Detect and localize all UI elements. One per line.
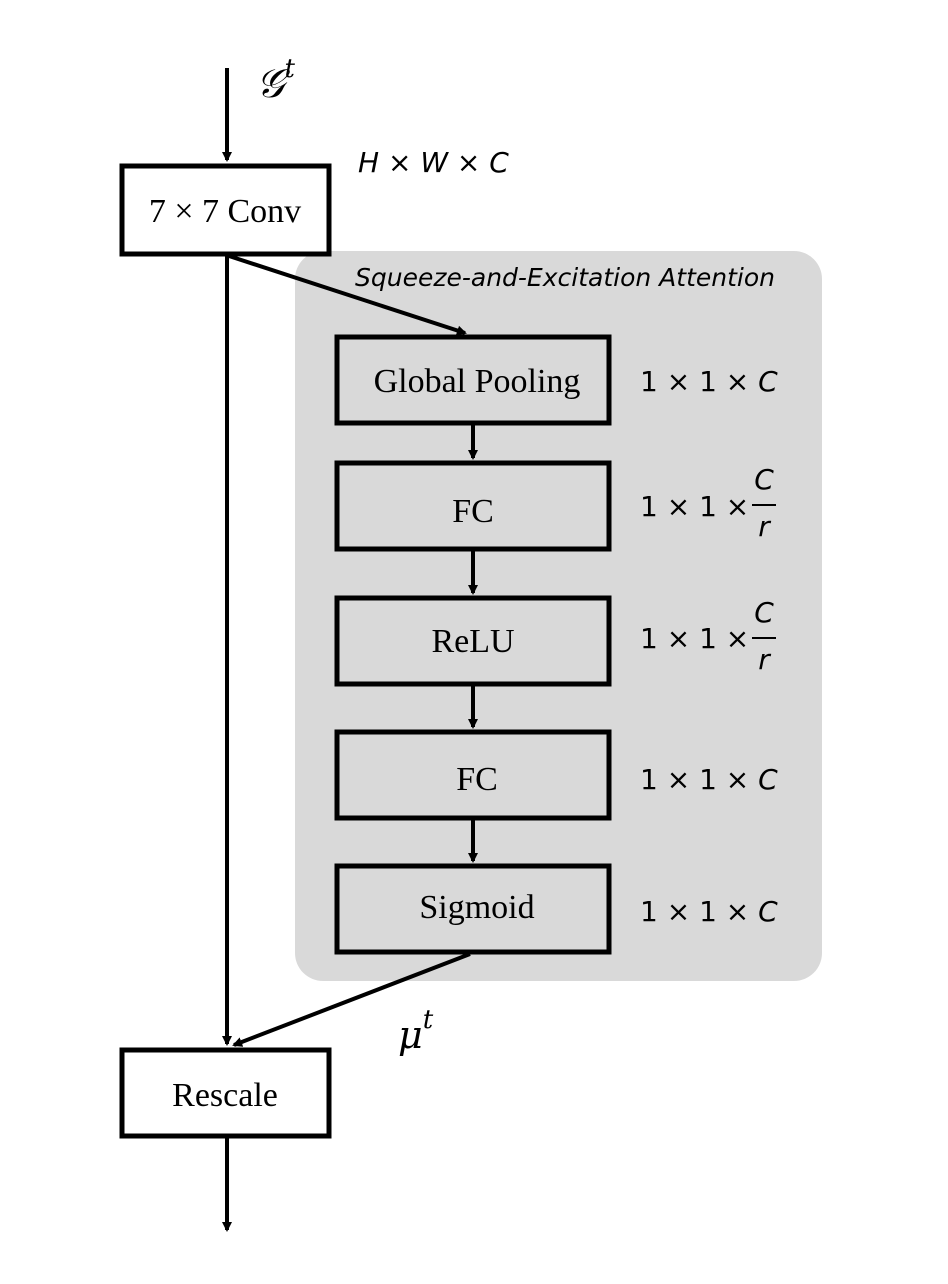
conv-dims: H × W × C (358, 146, 509, 179)
sigmoid-label: Sigmoid (419, 889, 534, 926)
global-pooling-dims: 1 × 1 × C (640, 365, 778, 398)
conv-to-pool-arrow (228, 254, 467, 336)
sigmoid-dims-var: C (758, 895, 778, 928)
fc2-dims-var: C (758, 763, 778, 796)
relu-box (334, 595, 612, 687)
global-pooling-dims-prefix: 1 × 1 × (640, 365, 758, 398)
sigmoid-dims-prefix: 1 × 1 × (640, 895, 758, 928)
fc1-dims-denominator: r (758, 510, 771, 543)
se-block-relu: ReLU 1 × 1 × C r (334, 595, 776, 687)
rescale-box (119, 1047, 332, 1139)
se-title: Squeeze-and-Excitation Attention (355, 263, 775, 292)
conv-box (119, 163, 332, 257)
se-block-sigmoid: Sigmoid 1 × 1 × C (334, 863, 778, 955)
global-pooling-label: Global Pooling (374, 363, 581, 400)
relu-dims-numerator: C (754, 596, 774, 629)
input-superscript: t (284, 54, 295, 84)
sigmoid-to-rescale-arrow (232, 952, 471, 1047)
fc2-dims: 1 × 1 × C (640, 763, 778, 796)
conv-label: 7 × 7 Conv (149, 193, 301, 230)
global-pooling-box (334, 334, 612, 426)
mu-superscript: t (423, 1005, 434, 1035)
fc1-dims-numerator: C (754, 463, 774, 496)
relu-dims-denominator: r (758, 643, 771, 676)
se-block-global-pooling: Global Pooling 1 × 1 × C (334, 334, 778, 426)
fc2-dims-prefix: 1 × 1 × (640, 763, 758, 796)
input-label: 𝒢t (256, 54, 295, 107)
relu-label: ReLU (431, 623, 514, 660)
sigmoid-box (334, 863, 612, 955)
fc1-box (334, 460, 612, 552)
fc2-label: FC (456, 761, 498, 798)
fc2-box (334, 729, 612, 821)
fc1-dims-prefix: 1 × 1 × (640, 490, 749, 523)
fc1-label: FC (452, 493, 494, 530)
global-pooling-dims-var: C (758, 365, 778, 398)
se-block-fc-1: FC 1 × 1 × C r (334, 460, 776, 552)
sigmoid-dims: 1 × 1 × C (640, 895, 778, 928)
relu-dims-prefix: 1 × 1 × (640, 622, 749, 655)
mu-symbol: μ (398, 1013, 423, 1057)
se-block-fc-2: FC 1 × 1 × C (334, 729, 778, 821)
mu-label: μt (398, 1005, 434, 1057)
rescale-label: Rescale (172, 1077, 278, 1114)
